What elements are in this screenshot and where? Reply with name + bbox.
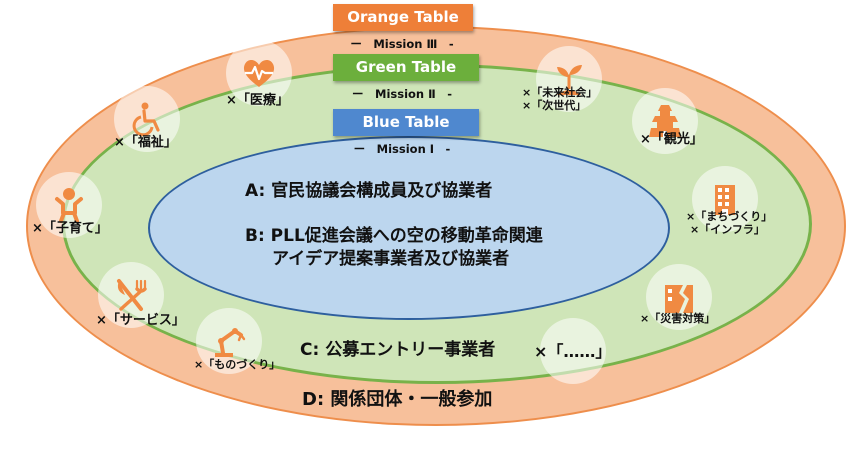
blue-table-ellipse [148, 136, 670, 320]
medical-field [226, 40, 292, 106]
building-icon [715, 185, 735, 215]
infrastructure-label: ×「インフラ」 [690, 223, 765, 236]
manufacturing-field [196, 308, 262, 374]
participant-b-line2: アイデア提案事業者及び協業者 [272, 249, 510, 269]
medical-label: ×「医療」 [226, 93, 289, 108]
cracked-building-icon [665, 285, 693, 313]
green-table-label: Green Table [333, 54, 479, 81]
participant-d: D: 関係団体・一般参加 [302, 389, 493, 410]
baby-icon [55, 188, 83, 223]
robot-arm-icon [215, 328, 246, 357]
town-development-field [692, 166, 758, 232]
disaster-label: ×「災害対策」 [640, 312, 716, 325]
welfare-field [114, 86, 180, 152]
mission-1-label: ー Mission Ⅰ - [353, 142, 451, 156]
town-development-label: ×「まちづくり」 [686, 210, 773, 223]
blue-table-label: Blue Table [333, 109, 479, 136]
manufacturing-label: ×「ものづくり」 [194, 358, 281, 371]
knife-fork-icon [117, 279, 147, 311]
future-society-field [536, 46, 602, 112]
tourism-field [632, 88, 698, 154]
sprout-icon [557, 65, 582, 95]
mission-3-label: ー Mission Ⅲ - [350, 37, 454, 51]
tourism-label: ×「観光」 [640, 132, 703, 147]
future-society-label: ×「未来社会」 [522, 86, 598, 99]
service-field [98, 262, 164, 328]
wheelchair-icon [132, 102, 160, 137]
next-generation-label: ×「次世代」 [522, 99, 587, 112]
childcare-label: ×「子育て」 [32, 221, 108, 236]
heart-pulse-icon [243, 59, 275, 87]
etc-label: ×「……」 [534, 342, 612, 361]
mission-2-label: ー Mission Ⅱ - [352, 87, 452, 101]
orange-table-label: Orange Table [333, 4, 473, 31]
disaster-field [646, 264, 712, 330]
etc-field [540, 318, 606, 384]
castle-icon [649, 105, 681, 137]
participant-b-line1: B: PLL促進会議への空の移動革命関連 [245, 226, 543, 246]
welfare-label: ×「福祉」 [114, 135, 177, 150]
service-label: ×「サービス」 [96, 313, 185, 328]
childcare-field [36, 172, 102, 238]
participant-a: A: 官民協議会構成員及び協業者 [245, 181, 493, 201]
participant-c: C: 公募エントリー事業者 [300, 340, 496, 360]
